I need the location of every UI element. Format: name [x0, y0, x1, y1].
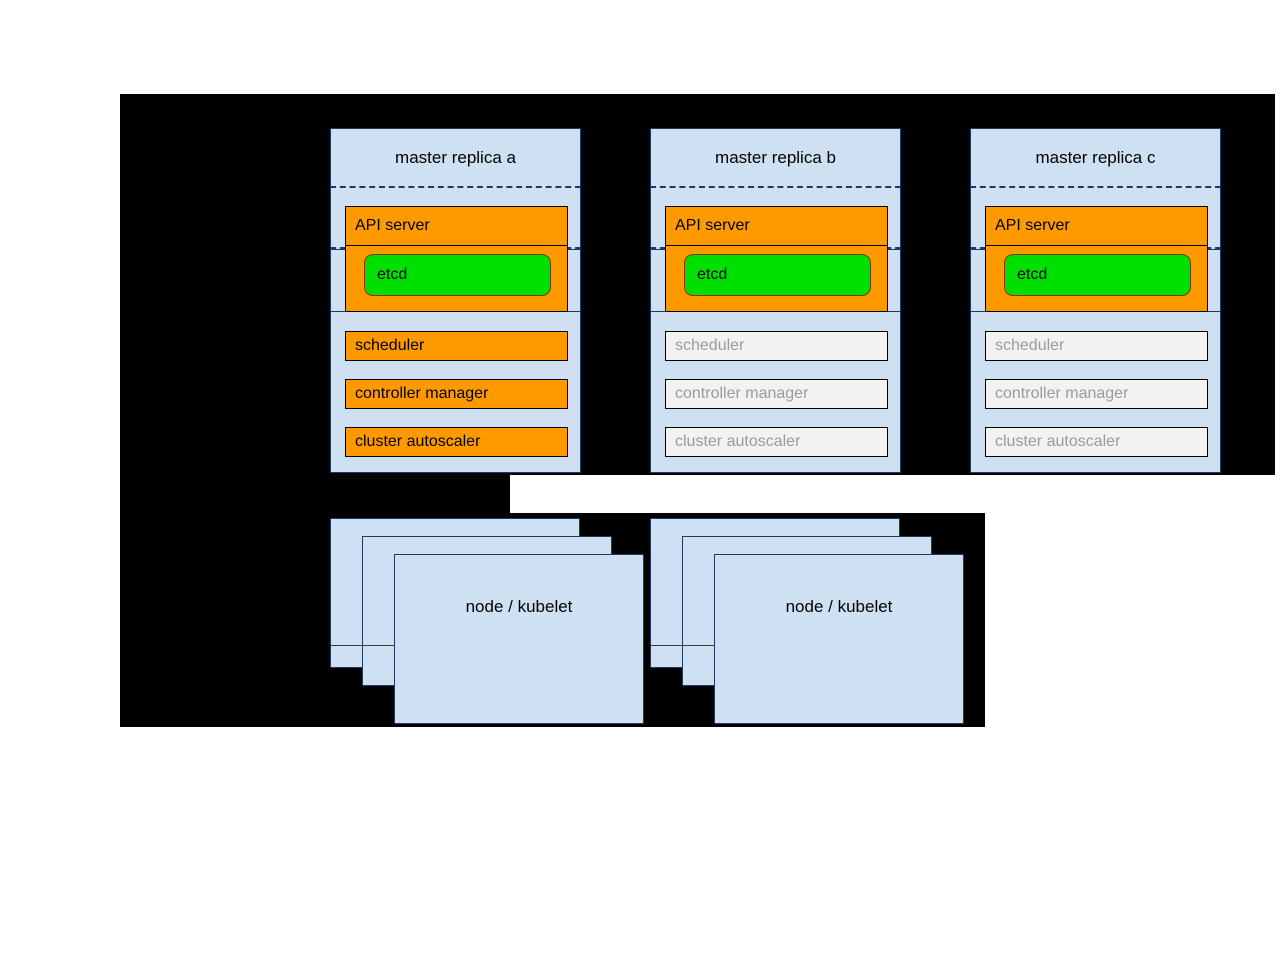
controller-manager-box-a[interactable]: controller manager [345, 379, 568, 409]
node-group-1-rule [330, 645, 394, 646]
master-replica-b[interactable]: master replica b API server etcd schedul… [650, 128, 901, 473]
scheduler-box-a[interactable]: scheduler [345, 331, 568, 361]
node-card-front-2[interactable]: node / kubelet [714, 554, 964, 724]
api-server-box-a[interactable]: API server [345, 206, 568, 246]
replica-b-divider-top [650, 186, 901, 188]
node-group-2-rule [650, 645, 714, 646]
node-kubelet-label-1: node / kubelet [465, 597, 573, 616]
replica-c-divider-top [970, 186, 1221, 188]
etcd-host-c: etcd [985, 246, 1208, 312]
master-replica-a[interactable]: master replica a API server etcd schedul… [330, 128, 581, 473]
etcd-box-a[interactable]: etcd [364, 254, 551, 296]
scheduler-box-b[interactable]: scheduler [665, 331, 888, 361]
etcd-box-c[interactable]: etcd [1004, 254, 1191, 296]
api-server-box-c[interactable]: API server [985, 206, 1208, 246]
scheduler-box-c[interactable]: scheduler [985, 331, 1208, 361]
node-kubelet-label-2: node / kubelet [785, 597, 893, 616]
replica-a-divider-top [330, 186, 581, 188]
backdrop-plate-middle [120, 475, 510, 513]
master-replica-c-title: master replica c [1035, 148, 1156, 167]
cluster-autoscaler-box-a[interactable]: cluster autoscaler [345, 427, 568, 457]
cluster-autoscaler-box-b[interactable]: cluster autoscaler [665, 427, 888, 457]
etcd-box-b[interactable]: etcd [684, 254, 871, 296]
controller-manager-box-c[interactable]: controller manager [985, 379, 1208, 409]
cluster-autoscaler-box-c[interactable]: cluster autoscaler [985, 427, 1208, 457]
master-replica-c[interactable]: master replica c API server etcd schedul… [970, 128, 1221, 473]
etcd-host-a: etcd [345, 246, 568, 312]
master-replica-b-title: master replica b [715, 148, 836, 167]
master-replica-a-title: master replica a [395, 148, 516, 167]
controller-manager-box-b[interactable]: controller manager [665, 379, 888, 409]
api-server-box-b[interactable]: API server [665, 206, 888, 246]
etcd-host-b: etcd [665, 246, 888, 312]
node-card-front-1[interactable]: node / kubelet [394, 554, 644, 724]
